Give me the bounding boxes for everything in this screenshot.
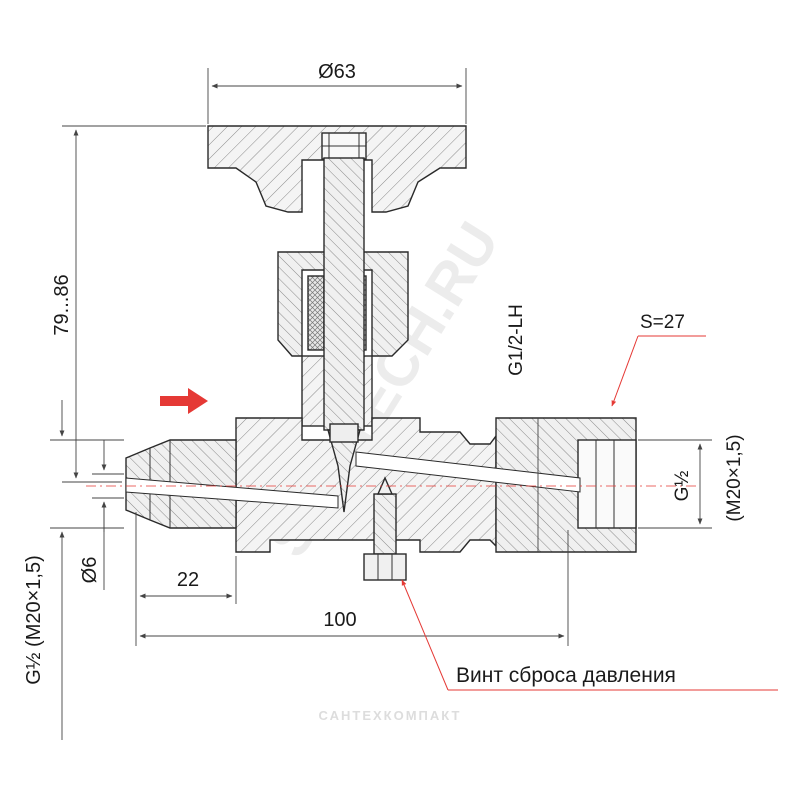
- nipple-length-label: 22: [177, 569, 199, 591]
- overall-length-label: 100: [323, 609, 356, 631]
- footer-watermark: САНТЕХКОМПАКТ: [319, 708, 462, 723]
- spindle: [323, 157, 365, 513]
- pressure-screw-label: Винт сброса давления: [456, 664, 676, 687]
- dim-right-thread: G½ (M20×1,5): [638, 434, 745, 529]
- right-thread-label: G½: [672, 471, 693, 502]
- flow-channels: [125, 451, 581, 509]
- dim-handwheel-diameter: Ø63: [207, 61, 467, 124]
- pressure-relief-screw: [363, 476, 407, 581]
- outlet-thread-label: G1/2-LH: [506, 304, 527, 376]
- dim-nipple-length: 22: [139, 556, 237, 604]
- bonnet-nut: [277, 251, 409, 357]
- dim-overall-length: 100: [135, 512, 569, 646]
- dim-height: 79...86: [51, 125, 206, 483]
- nut-size-label: S=27: [640, 312, 685, 333]
- handwheel-diameter-label: Ø63: [318, 61, 356, 83]
- height-range-label: 79...86: [51, 274, 73, 335]
- left-thread-label: G½ (M20×1,5): [23, 555, 45, 685]
- pressure-screw-callout: Винт сброса давления: [401, 579, 778, 691]
- nut-size-callout: S=27: [611, 312, 706, 407]
- dim-outlet-thread: G1/2-LH: [506, 304, 539, 552]
- handwheel: [207, 125, 467, 213]
- dim-left-thread: G½ (M20×1,5): [23, 400, 124, 740]
- bore-diameter-label: Ø6: [79, 557, 101, 584]
- right-thread-alt-label: (M20×1,5): [724, 434, 745, 521]
- dim-bore-diameter: Ø6: [79, 440, 124, 590]
- arrow-right-icon: [160, 388, 208, 414]
